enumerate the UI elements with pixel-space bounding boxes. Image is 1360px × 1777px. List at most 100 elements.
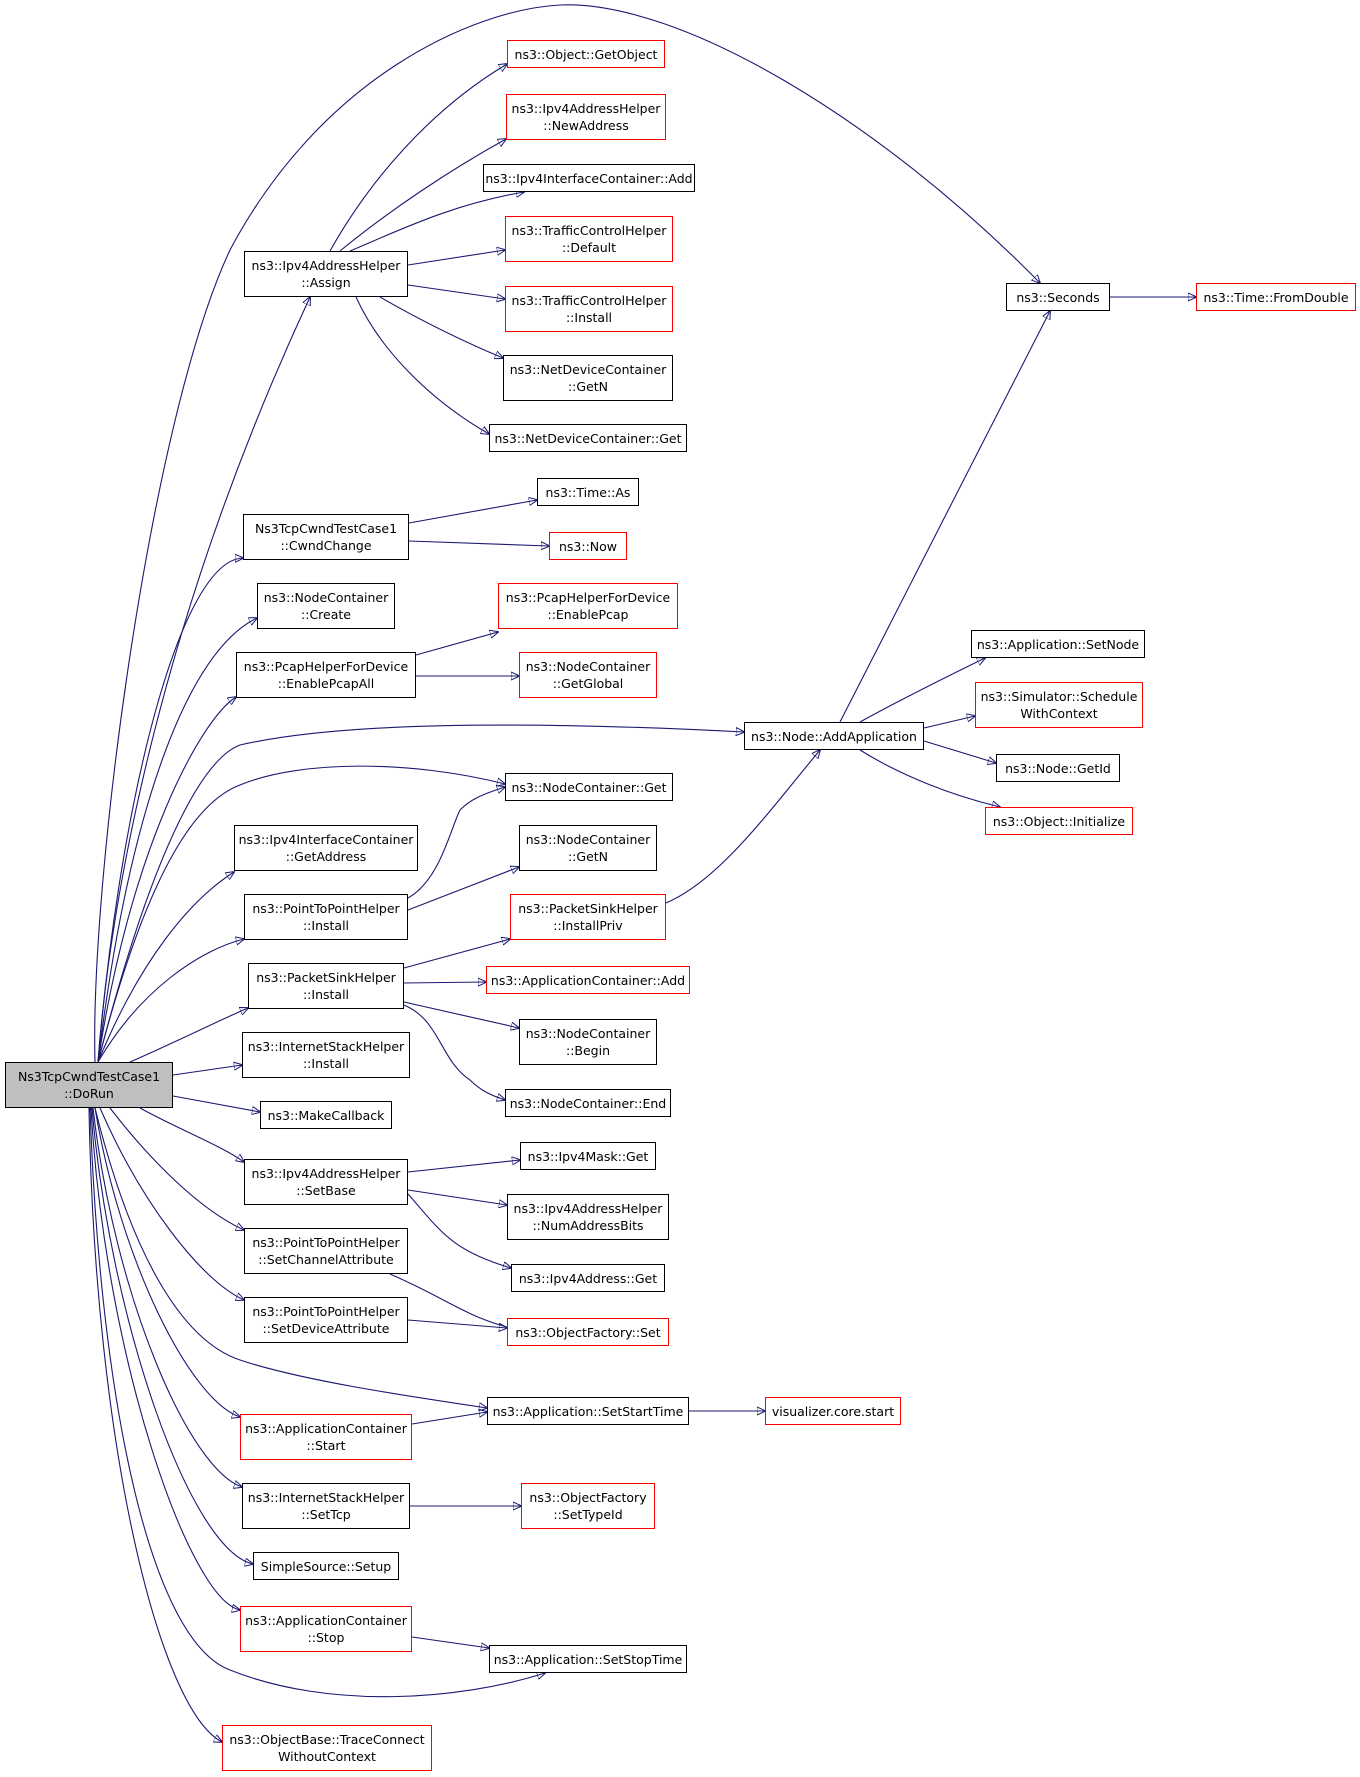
node-enable-pcap[interactable]: ns3::PcapHelperForDevice ::EnablePcap xyxy=(498,583,678,629)
node-label: ns3::Ipv4AddressHelper xyxy=(513,1201,663,1216)
node-label: ns3::PacketSinkHelper xyxy=(518,901,658,916)
edge-root-inet-install xyxy=(172,1065,242,1076)
node-label: WithoutContext xyxy=(278,1749,376,1764)
node-trace-connect-without-context[interactable]: ns3::ObjectBase::TraceConnect WithoutCon… xyxy=(222,1725,432,1771)
node-label: ns3::PcapHelperForDevice xyxy=(243,659,409,674)
edge-root-cwnd xyxy=(97,558,243,1063)
node-label: ns3::ObjectFactory xyxy=(529,1490,647,1505)
edge-setbase-numbits xyxy=(407,1189,507,1205)
node-label: ::Begin xyxy=(565,1043,611,1058)
node-time-fromdouble[interactable]: ns3::Time::FromDouble xyxy=(1196,283,1356,311)
node-appc-start[interactable]: ns3::ApplicationContainer ::Start xyxy=(240,1414,412,1460)
node-app-setstarttime[interactable]: ns3::Application::SetStartTime xyxy=(487,1397,689,1425)
node-label: ns3::Object::Initialize xyxy=(992,813,1126,829)
node-time-as[interactable]: ns3::Time::As xyxy=(537,478,639,506)
node-ndc-getn[interactable]: ns3::NetDeviceContainer ::GetN xyxy=(503,355,673,401)
edge-addapp-seconds xyxy=(839,311,1050,723)
node-nc-getglobal[interactable]: ns3::NodeContainer ::GetGlobal xyxy=(519,652,657,698)
node-of-settypeid[interactable]: ns3::ObjectFactory ::SetTypeId xyxy=(521,1483,655,1529)
node-label: ::EnablePcapAll xyxy=(277,676,375,691)
edge-assign-ndc-get xyxy=(355,296,489,434)
node-app-setnode[interactable]: ns3::Application::SetNode xyxy=(971,630,1145,658)
edge-assign-tch-install xyxy=(407,284,505,299)
node-label: ::NumAddressBits xyxy=(532,1218,644,1233)
node-schedule-withcontext[interactable]: ns3::Simulator::Schedule WithContext xyxy=(975,682,1143,728)
node-packet-sink-install[interactable]: ns3::PacketSinkHelper ::Install xyxy=(248,963,404,1009)
node-app-setstoptime[interactable]: ns3::Application::SetStopTime xyxy=(489,1645,687,1673)
node-appc-stop[interactable]: ns3::ApplicationContainer ::Stop xyxy=(240,1606,412,1652)
node-ipv4-address-helper-setbase[interactable]: ns3::Ipv4AddressHelper ::SetBase xyxy=(244,1159,408,1205)
node-ipv4-interface-container-getaddress[interactable]: ns3::Ipv4InterfaceContainer ::GetAddress xyxy=(234,825,418,871)
edge-root-pcapall xyxy=(97,697,236,1063)
edge-psink-installpriv xyxy=(403,939,510,969)
node-label: ::GetN xyxy=(567,849,609,864)
node-label: ns3::NodeContainer::End xyxy=(509,1095,667,1111)
node-label: ns3::Ipv4AddressHelper xyxy=(511,101,661,116)
node-ndc-get[interactable]: ns3::NetDeviceContainer::Get xyxy=(489,424,687,452)
node-add-application[interactable]: ns3::Node::AddApplication xyxy=(744,722,924,750)
node-visualizer-core-start[interactable]: visualizer.core.start xyxy=(765,1397,901,1425)
edge-root-setstoptime xyxy=(89,1107,545,1698)
node-p2p-setdeviceattribute[interactable]: ns3::PointToPointHelper ::SetDeviceAttri… xyxy=(244,1297,408,1343)
node-internet-stack-install[interactable]: ns3::InternetStackHelper ::Install xyxy=(242,1032,410,1078)
node-object-getobject[interactable]: ns3::Object::GetObject xyxy=(507,40,665,68)
node-label: ::GetGlobal xyxy=(552,676,624,691)
node-label: ::EnablePcap xyxy=(547,607,629,622)
edge-cwnd-now xyxy=(408,540,549,546)
node-ipv4-interface-container-add[interactable]: ns3::Ipv4InterfaceContainer::Add xyxy=(483,164,695,192)
node-appc-add[interactable]: ns3::ApplicationContainer::Add xyxy=(486,966,690,994)
node-enable-pcap-all[interactable]: ns3::PcapHelperForDevice ::EnablePcapAll xyxy=(236,652,416,698)
node-label: ns3::ObjectFactory::Set xyxy=(515,1324,661,1340)
node-seconds[interactable]: ns3::Seconds xyxy=(1006,283,1110,311)
node-nc-getn[interactable]: ns3::NodeContainer ::GetN xyxy=(519,825,657,871)
edge-installpriv-addapp xyxy=(665,750,820,904)
node-make-callback[interactable]: ns3::MakeCallback xyxy=(260,1101,392,1129)
edge-root-seconds xyxy=(94,4,1040,1063)
node-ipv4-address-helper-assign[interactable]: ns3::Ipv4AddressHelper ::Assign xyxy=(244,251,408,297)
edge-root-makecallback xyxy=(172,1095,260,1112)
node-label: ::Default xyxy=(561,240,617,255)
node-label: ns3::Ipv4AddressHelper xyxy=(251,1166,401,1181)
edge-root-appc-stop xyxy=(90,1107,240,1610)
node-label: ns3::Node::AddApplication xyxy=(751,728,917,744)
node-internet-stack-settcp[interactable]: ns3::InternetStackHelper ::SetTcp xyxy=(242,1483,410,1529)
edge-psink-ncend xyxy=(403,1004,505,1100)
node-label: ns3::Seconds xyxy=(1016,289,1100,305)
edge-root-ipv4ic-getaddr xyxy=(97,872,234,1063)
edge-root-setbase xyxy=(139,1107,244,1162)
node-label: ns3::PointToPointHelper xyxy=(252,1304,400,1319)
edge-assign-tch-default xyxy=(407,250,505,266)
node-label: ns3::PointToPointHelper xyxy=(252,901,400,916)
node-simplesource-setup[interactable]: SimpleSource::Setup xyxy=(253,1552,399,1580)
node-label: ns3::Ipv4Address::Get xyxy=(518,1270,658,1286)
edge-setbase-maskget xyxy=(407,1160,520,1173)
node-label: ns3::Now xyxy=(558,538,618,554)
node-mask-get[interactable]: ns3::Ipv4Mask::Get xyxy=(520,1142,656,1170)
edge-root-setchannel xyxy=(109,1107,244,1230)
node-nc-end[interactable]: ns3::NodeContainer::End xyxy=(505,1089,671,1117)
node-num-address-bits[interactable]: ns3::Ipv4AddressHelper ::NumAddressBits xyxy=(507,1194,669,1240)
edge-root-inet-settcp xyxy=(92,1107,242,1487)
edge-setdevice-ofset xyxy=(407,1319,507,1328)
edge-root-ncget xyxy=(97,765,505,1063)
node-p2p-setchannelattribute[interactable]: ns3::PointToPointHelper ::SetChannelAttr… xyxy=(244,1228,408,1274)
node-ipv4address-get[interactable]: ns3::Ipv4Address::Get xyxy=(511,1264,665,1292)
node-object-initialize[interactable]: ns3::Object::Initialize xyxy=(985,807,1133,835)
node-tch-install[interactable]: ns3::TrafficControlHelper ::Install xyxy=(505,286,673,332)
node-nc-get[interactable]: ns3::NodeContainer::Get xyxy=(505,773,673,801)
node-nc-begin[interactable]: ns3::NodeContainer ::Begin xyxy=(519,1019,657,1065)
edge-root-nc-create xyxy=(97,618,257,1063)
node-node-container-create[interactable]: ns3::NodeContainer ::Create xyxy=(257,583,395,629)
node-label: ::NewAddress xyxy=(543,118,629,133)
node-p2p-install[interactable]: ns3::PointToPointHelper ::Install xyxy=(244,894,408,940)
node-label: ns3::Simulator::Schedule xyxy=(980,689,1138,704)
node-node-getid[interactable]: ns3::Node::GetId xyxy=(996,754,1120,782)
node-tch-default[interactable]: ns3::TrafficControlHelper ::Default xyxy=(505,216,673,262)
node-ipv4-newaddress[interactable]: ns3::Ipv4AddressHelper ::NewAddress xyxy=(506,94,666,140)
node-psink-installpriv[interactable]: ns3::PacketSinkHelper ::InstallPriv xyxy=(510,894,666,940)
node-label: ::Create xyxy=(301,607,351,622)
node-of-set[interactable]: ns3::ObjectFactory::Set xyxy=(507,1318,669,1346)
node-now[interactable]: ns3::Now xyxy=(549,532,627,560)
node-cwnd-change[interactable]: Ns3TcpCwndTestCase1 ::CwndChange xyxy=(243,514,409,560)
